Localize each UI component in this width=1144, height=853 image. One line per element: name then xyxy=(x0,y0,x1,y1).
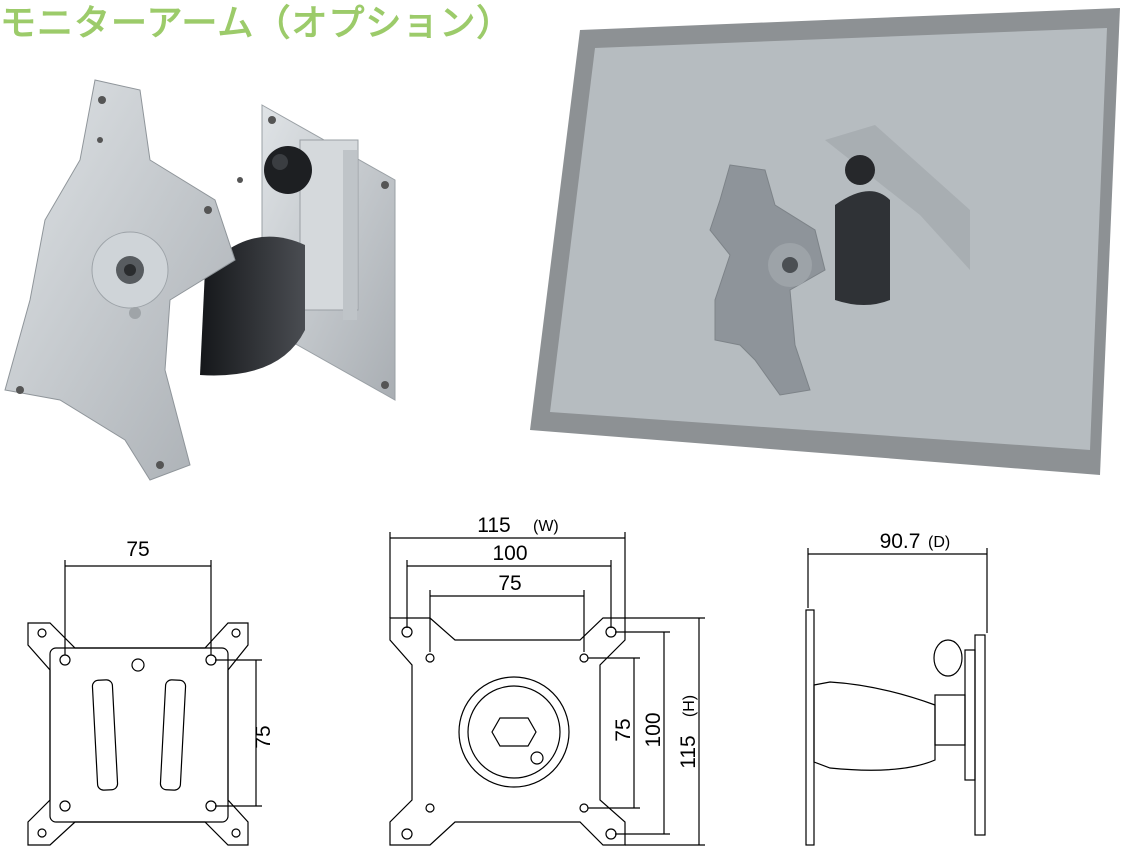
back-height-100-label: 100 xyxy=(642,712,665,747)
side-depth-unit: (D) xyxy=(928,534,950,551)
front-width-label: 75 xyxy=(126,538,149,561)
side-depth-label: 90.7 xyxy=(880,530,921,553)
monitor-with-arm-photo xyxy=(530,8,1120,475)
front-height-label: 75 xyxy=(252,725,275,748)
back-width-unit: (W) xyxy=(533,518,559,535)
back-width-115-label: 115 xyxy=(477,514,510,537)
back-plate-drawing xyxy=(389,532,705,846)
back-width-100-label: 100 xyxy=(492,542,527,565)
page-title: モニターアーム（オプション） xyxy=(0,3,514,44)
front-plate-drawing xyxy=(27,560,262,846)
back-height-115-label: 115 xyxy=(677,735,700,768)
dimension-drawings: 75 75 115 (W) 100 75 75 100 115 (H) 90.7… xyxy=(27,514,988,846)
monitor-arm-photo xyxy=(4,79,396,481)
back-width-75-label: 75 xyxy=(498,572,521,595)
back-height-unit: (H) xyxy=(681,695,698,717)
side-view-drawing xyxy=(805,548,988,846)
back-height-75-label: 75 xyxy=(612,718,635,741)
